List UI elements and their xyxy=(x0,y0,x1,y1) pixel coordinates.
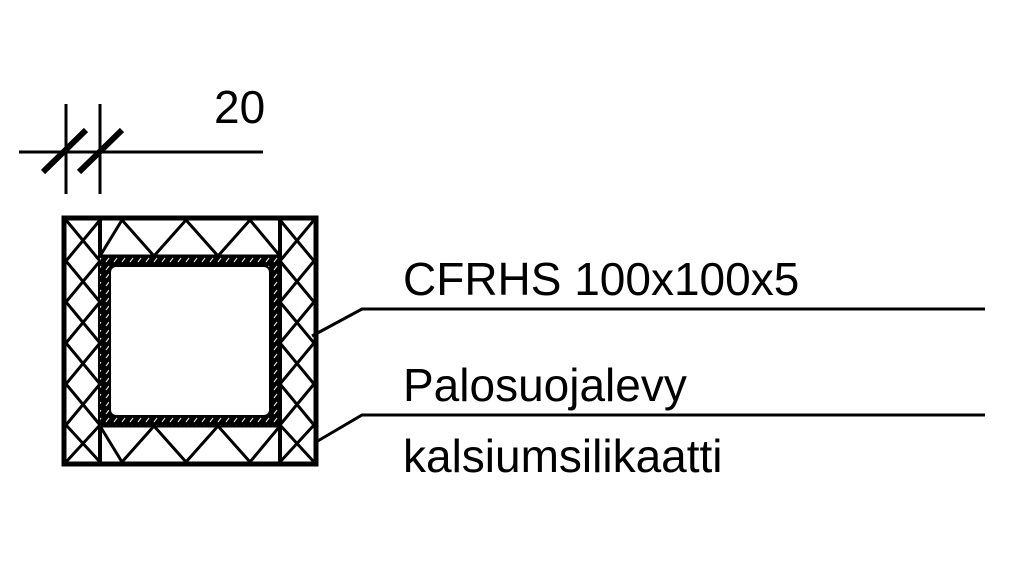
dimension-value: 20 xyxy=(214,81,265,133)
board-hatch-top xyxy=(98,217,282,259)
tick-mark-left xyxy=(40,127,89,175)
label-profile: CFRHS 100x100x5 xyxy=(403,253,799,305)
leader-board xyxy=(315,413,985,444)
label-board-type: kalsiumsilikaatti xyxy=(403,430,723,482)
steel-tube xyxy=(100,256,280,426)
dimension-annotation: 20 xyxy=(19,81,265,194)
board-outline xyxy=(61,215,319,467)
tick-mark-right xyxy=(76,127,125,175)
label-board-material: Palosuojalevy xyxy=(403,359,687,411)
board-hatch-bottom xyxy=(98,423,282,465)
leader-profile xyxy=(311,307,985,338)
steel-tube-inner xyxy=(109,265,271,417)
leader-lines xyxy=(311,307,985,444)
